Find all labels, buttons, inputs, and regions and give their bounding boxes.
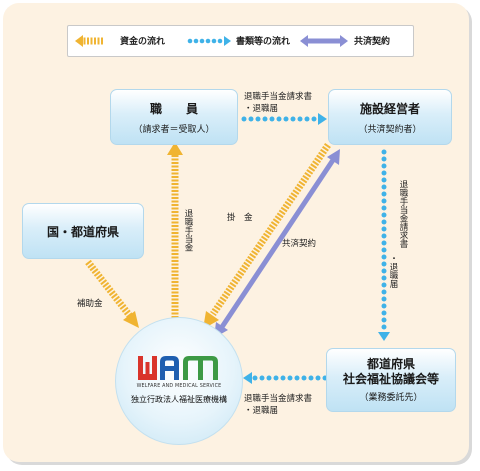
council-to-wam-label-2: ・退職届 bbox=[244, 406, 279, 416]
operator-node: 施設経営者 （共済契約者） bbox=[328, 89, 452, 145]
legend-funds-arrow bbox=[75, 35, 103, 47]
contract-arrow bbox=[214, 149, 340, 338]
operator-to-council-documents-arrow bbox=[378, 149, 390, 341]
wam-tagline: WELFARE AND MEDICAL SERVICE bbox=[136, 384, 222, 389]
premium-label: 掛 金 bbox=[227, 213, 253, 223]
staff-subtitle: （請求者＝受取人） bbox=[133, 125, 215, 135]
legend-symbols bbox=[75, 35, 348, 47]
operator-to-council-label-2: ・退職届 bbox=[388, 254, 398, 288]
contract-label: 共済契約 bbox=[282, 239, 317, 249]
legend: 資金の流れ 書類等の流れ 共済契約 bbox=[67, 25, 414, 57]
staff-node: 職 員 （請求者＝受取人） bbox=[110, 89, 238, 145]
government-node: 国・都道府県 bbox=[22, 203, 144, 259]
council-to-wam-documents-arrow bbox=[243, 372, 328, 384]
government-to-wam-funds-arrow bbox=[85, 259, 139, 328]
operator-to-council-label-1: 退職手当金請求書 bbox=[398, 180, 408, 248]
legend-funds-label: 資金の流れ bbox=[120, 37, 166, 47]
council-node: 都道府県 社会福祉協議会等 （業務委託先） bbox=[326, 348, 456, 412]
operator-subtitle: （共済契約者） bbox=[358, 125, 422, 135]
wam-to-staff-funds-arrow bbox=[167, 142, 183, 318]
legend-contract-label: 共済契約 bbox=[354, 37, 391, 47]
council-to-wam-label-1: 退職手当金請求書 bbox=[244, 394, 313, 404]
legend-contract-arrow bbox=[300, 35, 348, 47]
wam-logo bbox=[138, 356, 218, 380]
subsidy-label: 補助金 bbox=[77, 299, 103, 309]
government-title: 国・都道府県 bbox=[46, 225, 119, 239]
staff-title: 職 員 bbox=[149, 102, 198, 116]
wam-name: 独立行政法人福祉医療機構 bbox=[131, 395, 227, 404]
legend-documents-arrow bbox=[187, 36, 231, 46]
legend-documents-label: 書類等の流れ bbox=[236, 37, 291, 47]
staff-to-operator-label-1: 退職手当金請求書 bbox=[244, 92, 313, 102]
operator-title: 施設経営者 bbox=[359, 102, 420, 116]
wam-to-staff-label: 退職手当金 bbox=[183, 209, 193, 252]
council-title-line2: 社会福祉協議会等 bbox=[342, 372, 439, 386]
council-title-line1: 都道府県 bbox=[366, 357, 415, 371]
staff-to-operator-label-2: ・退職届 bbox=[244, 104, 279, 114]
staff-to-operator-documents-arrow bbox=[241, 113, 327, 125]
council-subtitle: （業務委託先） bbox=[359, 393, 423, 403]
wam-node: WELFARE AND MEDICAL SERVICE 独立行政法人福祉医療機構 bbox=[115, 317, 243, 445]
